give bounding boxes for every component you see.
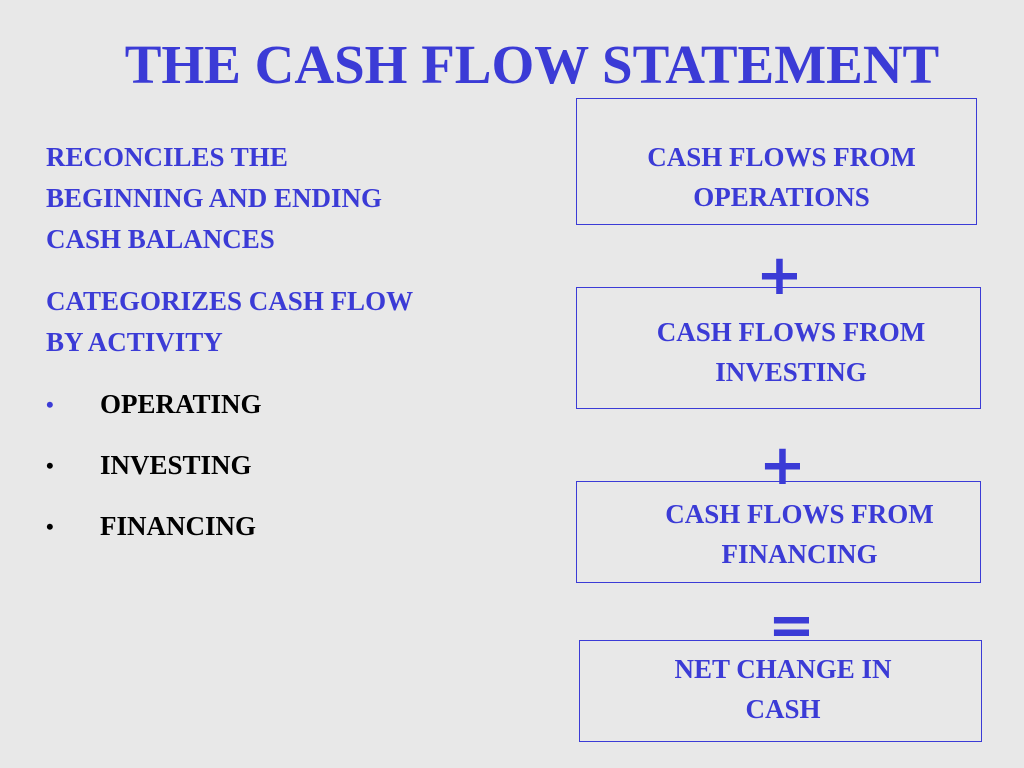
box-label: CASH FLOWS FROM INVESTING — [656, 317, 926, 387]
box-label: NET CHANGE IN CASH — [674, 654, 892, 724]
bullet-marker: • — [46, 392, 54, 417]
bullet-marker: • — [46, 514, 54, 539]
bullet-marker: • — [46, 453, 54, 478]
bullet-label: OPERATING — [100, 389, 262, 419]
paragraph-reconciles: RECONCILES THE BEGINNING AND ENDING CASH… — [46, 142, 383, 254]
box-label: CASH FLOWS FROM FINANCING — [665, 499, 934, 569]
bullet-label: FINANCING — [100, 511, 257, 541]
box-net-change-in-cash: NET CHANGE IN CASH — [579, 640, 982, 742]
bullet-label: INVESTING — [100, 450, 252, 480]
slide-title: THE CASH FLOW STATEMENT — [124, 34, 940, 95]
plus-operator: + — [759, 433, 806, 498]
plus-operator: + — [756, 243, 803, 308]
paragraph-categorizes: CATEGORIZES CASH FLOW BY ACTIVITY — [46, 286, 414, 357]
equals-operator: = — [768, 593, 815, 658]
box-label: CASH FLOWS FROM OPERATIONS — [647, 142, 916, 212]
box-cash-flows-financing: CASH FLOWS FROM FINANCING — [576, 481, 981, 583]
box-cash-flows-investing: CASH FLOWS FROM INVESTING — [576, 287, 981, 409]
box-cash-flows-operations: CASH FLOWS FROM OPERATIONS — [576, 98, 977, 225]
